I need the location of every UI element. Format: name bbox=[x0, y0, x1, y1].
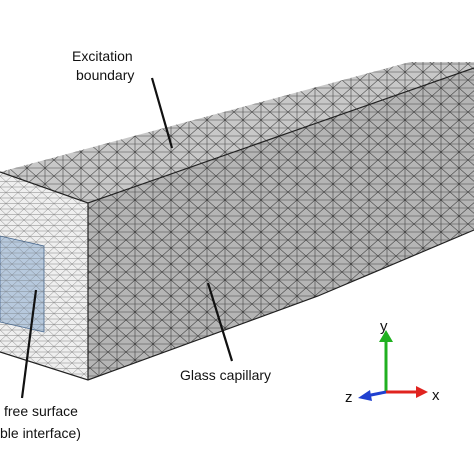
free-surface-mesh bbox=[0, 236, 44, 332]
glass-capillary-label: Glass capillary bbox=[180, 367, 271, 383]
x-axis-arrowhead bbox=[416, 386, 428, 398]
y-axis-label: y bbox=[380, 318, 388, 335]
side-face-mesh bbox=[88, 68, 474, 380]
axis-triad: y x z bbox=[345, 318, 440, 406]
x-axis-label: x bbox=[432, 387, 440, 404]
free-surface-leader bbox=[20, 289, 38, 399]
excitation-label-line1: Excitation bbox=[72, 48, 133, 64]
free-surface-label-line1: free surface bbox=[4, 403, 78, 419]
glass-capillary-leader bbox=[206, 282, 234, 362]
z-axis-label: z bbox=[345, 389, 353, 406]
excitation-label-line2: boundary bbox=[76, 67, 134, 83]
top-face-mesh bbox=[0, 62, 474, 203]
excitation-leader bbox=[150, 77, 174, 149]
free-surface-label-line2: ble interface) bbox=[0, 425, 81, 441]
y-axis-arrowhead bbox=[379, 330, 393, 342]
z-axis-arrowhead bbox=[358, 390, 372, 401]
bottom-edge bbox=[0, 229, 474, 381]
